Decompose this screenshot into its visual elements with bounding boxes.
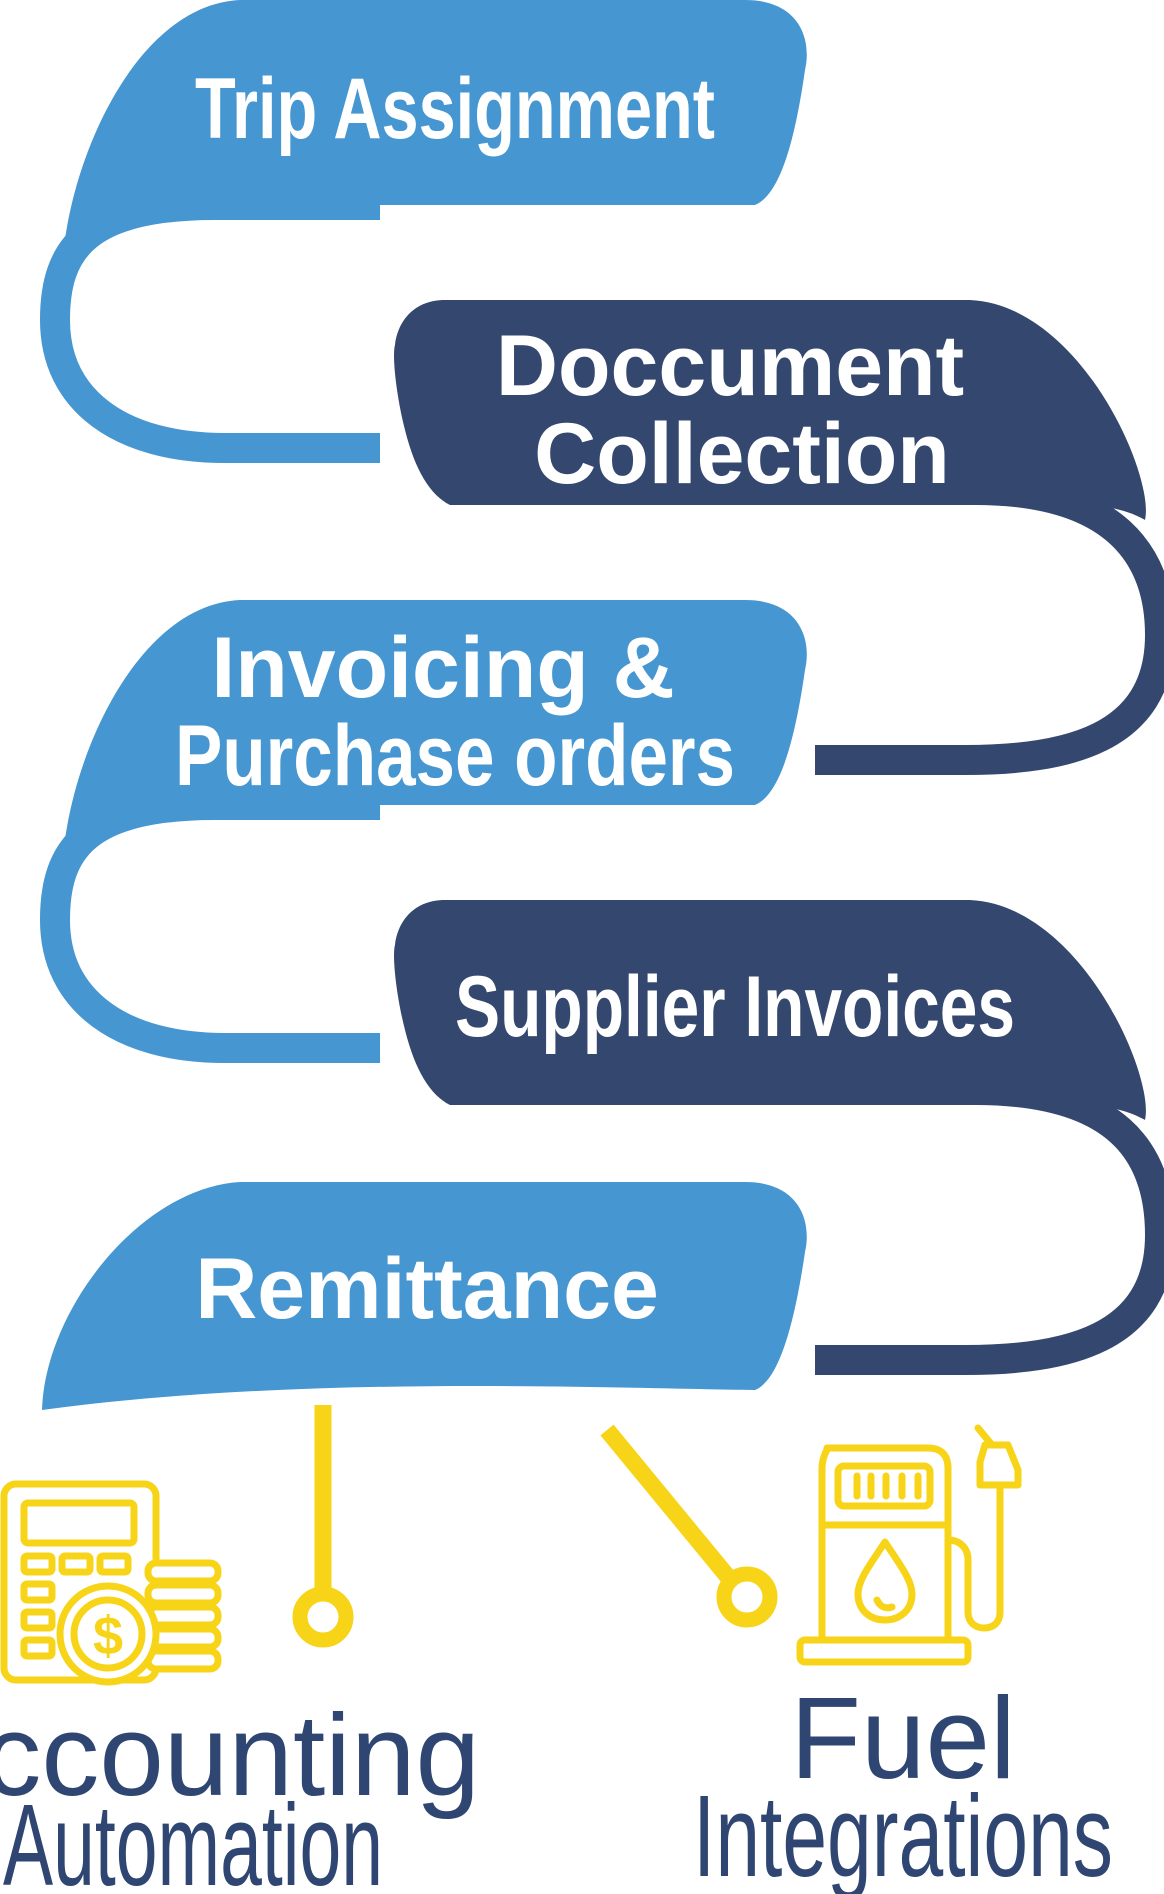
label-accounting-automation: Accounting	[0, 1690, 480, 1820]
connector-bend-doc-to-invoicing	[800, 475, 1164, 775]
bottom-label-line: Accounting	[0, 1690, 480, 1820]
stage-label-line: Doccument	[496, 318, 964, 414]
dollar-sign-icon: $	[93, 1606, 123, 1666]
stage-label-line: Collection	[534, 406, 950, 502]
bottom-label-line: Automation	[3, 1780, 383, 1894]
connector-bend-invoicing-to-supplier	[39, 790, 380, 1063]
fuel-pump-icon	[796, 1424, 1022, 1666]
bottom-label-line: Fuel	[790, 1673, 1016, 1803]
pin-fuel	[600, 1424, 778, 1628]
stage-label-line: Trip Assignment	[195, 61, 715, 157]
stage-supplier-invoices	[394, 900, 1146, 1120]
stage-remittance	[42, 1182, 807, 1410]
stage-label-trip-assignment: Trip Assignment	[195, 61, 715, 157]
label-fuel-integrations-line2: Integrations	[693, 1771, 1113, 1894]
stage-label-remittance: Remittance	[195, 1241, 659, 1337]
label-fuel-integrations: Fuel	[790, 1673, 1016, 1803]
stage-label-supplier-invoices: Supplier Invoices	[455, 959, 1015, 1055]
stage-label-line: Supplier Invoices	[455, 959, 1015, 1055]
bottom-label-line: Integrations	[693, 1771, 1113, 1894]
stage-trip-assignment	[61, 0, 807, 285]
stage-invoicing-purchase-orders	[61, 600, 807, 885]
stage-label-line: Remittance	[195, 1241, 659, 1337]
calculator-coins-icon: $	[0, 1480, 222, 1686]
stage-label-invoicing-purchase-orders: Invoicing & Purchase orders	[175, 620, 735, 804]
connector-bend-supplier-to-remittance	[800, 1075, 1164, 1375]
pin-accounting	[292, 1405, 354, 1648]
stage-label-line: Invoicing &	[211, 620, 674, 716]
stage-label-document-collection: Doccument Collection	[496, 318, 988, 502]
connector-bend-trip-to-doc	[39, 190, 380, 463]
stage-label-line: Purchase orders	[175, 708, 735, 804]
label-accounting-automation-line2: Automation	[3, 1780, 383, 1894]
stage-document-collection	[394, 300, 1146, 520]
